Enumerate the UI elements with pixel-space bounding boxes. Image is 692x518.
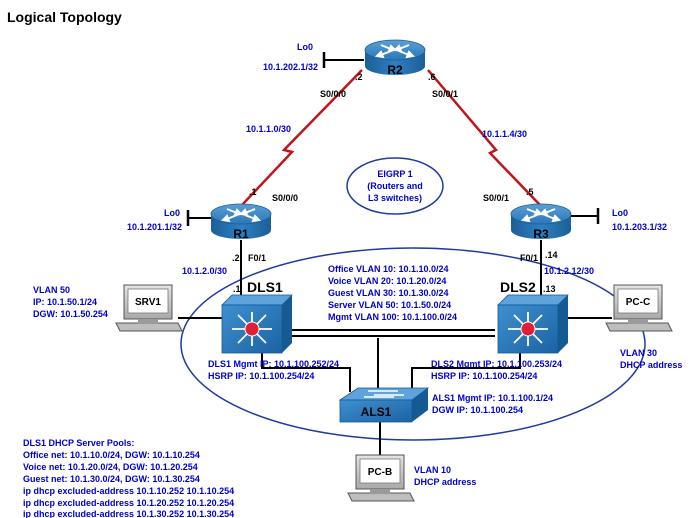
router-arrows-icon <box>520 208 562 223</box>
r3-loopback-stub <box>570 208 600 224</box>
r2-lo-ip: 10.1.202.1/32 <box>263 62 318 72</box>
switch-als1[interactable]: ALS1 <box>338 387 430 423</box>
router-arrows-icon <box>374 44 416 59</box>
serial-link-r1-r2 <box>241 69 363 206</box>
dls1-label: DLS1 <box>247 279 283 295</box>
eigrp-ellipse <box>346 157 444 215</box>
vlan-item: Office VLAN 10: 10.1.10.0/24 <box>328 264 449 274</box>
pcb-vlan: VLAN 10 <box>414 465 451 475</box>
router-r3[interactable]: R3 <box>510 203 572 241</box>
router-r1[interactable]: R1 <box>210 203 272 241</box>
r1-loopback-stub <box>186 210 212 226</box>
r3-label: R3 <box>533 227 549 241</box>
link-r1-dls1-subnet: 10.1.2.0/30 <box>182 266 227 276</box>
r3-serial-if: S0/0/1 <box>483 193 509 203</box>
switch-dls2[interactable] <box>497 294 569 354</box>
pc-b[interactable]: PC-B <box>347 454 415 502</box>
pcc-dhcp: DHCP address <box>620 360 682 370</box>
als1-mgmt: ALS1 Mgmt IP: 10.1.100.1/24 <box>432 393 553 403</box>
dhcp-pool-line: ip dhcp excluded-address 10.1.30.252 10.… <box>23 509 234 518</box>
dls2-hsrp: HSRP IP: 10.1.100.254/24 <box>431 371 537 381</box>
server-srv1[interactable]: SRV1 <box>115 284 183 332</box>
vlan-item: Mgmt VLAN 100: 10.1.100.0/24 <box>328 312 457 322</box>
switch-dls1[interactable] <box>221 294 293 354</box>
router-arrows-icon <box>220 208 262 223</box>
page-title: Logical Topology <box>7 9 122 25</box>
vlan-item: Voice VLAN 20: 10.1.20.0/24 <box>328 276 446 286</box>
srv1-dgw: DGW: 10.1.50.254 <box>33 309 108 319</box>
r1-eth-if: F0/1 <box>248 253 266 263</box>
dhcp-pools: DLS1 DHCP Server Pools: Office net: 10.1… <box>23 438 234 518</box>
link-r3-dls2-subnet: 10.1.2.12/30 <box>544 266 594 276</box>
als1-label: ALS1 <box>361 405 392 419</box>
r2-loopback-stub <box>322 52 364 68</box>
vlan-item: Server VLAN 50: 10.1.50.0/24 <box>328 300 451 310</box>
eigrp-line3: L3 switches) <box>368 193 422 203</box>
r2-lo-name: Lo0 <box>297 42 313 52</box>
r1-lo-name: Lo0 <box>164 208 180 218</box>
link-dls1-als1 <box>261 352 351 392</box>
r2-left-host: .2 <box>355 72 363 82</box>
r1-lo-ip: 10.1.201.1/32 <box>127 222 182 232</box>
r2-label: R2 <box>387 63 403 77</box>
dls2-mgmt: DLS2 Mgmt IP: 10.1.100.253/24 <box>431 359 562 369</box>
r1-serial-if: S0/0/0 <box>272 193 298 203</box>
link-r1-r2-subnet: 10.1.1.0/30 <box>246 124 291 134</box>
dls1-host: .1 <box>233 284 241 294</box>
r3-lo-name: Lo0 <box>612 208 628 218</box>
srv1-ip: IP: 10.1.50.1/24 <box>33 297 97 307</box>
dhcp-pool-line: Office net: 10.1.10.0/24, DGW: 10.1.10.2… <box>23 450 200 460</box>
dls1-mgmt: DLS1 Mgmt IP: 10.1.100.252/24 <box>208 359 339 369</box>
r2-right-host: .6 <box>428 72 436 82</box>
r3-lo-ip: 10.1.203.1/32 <box>612 222 667 232</box>
router-r2[interactable]: R2 <box>364 39 426 77</box>
r3-eth-host: .14 <box>545 250 558 260</box>
srv1-label: SRV1 <box>135 297 161 308</box>
r1-eth-host: .2 <box>232 253 240 263</box>
pcb-dhcp: DHCP address <box>414 477 476 487</box>
serial-link-r2-r3 <box>427 69 541 206</box>
dls1-hsrp: HSRP IP: 10.1.100.254/24 <box>208 371 314 381</box>
dhcp-pool-line: Voice net: 10.1.20.0/24, DGW: 10.1.20.25… <box>23 462 198 472</box>
r1-label: R1 <box>233 227 249 241</box>
r2-right-if: S0/0/1 <box>432 89 458 99</box>
r3-serial-host: .5 <box>526 187 534 197</box>
dhcp-pool-line: Guest net: 10.1.30.0/24, DGW: 10.1.30.25… <box>23 474 200 484</box>
link-dls2-als1 <box>411 352 521 392</box>
dls2-label: DLS2 <box>500 279 536 295</box>
als1-dgw: DGW IP: 10.1.100.254 <box>432 405 523 415</box>
vlan-list: Office VLAN 10: 10.1.10.0/24 Voice VLAN … <box>328 264 457 322</box>
network-ellipse <box>180 247 646 441</box>
pcc-label: PC-C <box>626 297 650 308</box>
dhcp-pools-heading: DLS1 DHCP Server Pools: <box>23 438 134 448</box>
dls2-host: .13 <box>543 284 556 294</box>
eigrp-line2: (Routers and <box>367 181 423 191</box>
workgroup-switch-arrows-icon <box>364 390 404 398</box>
dhcp-pool-line: ip dhcp excluded-address 10.1.20.252 10.… <box>23 498 234 508</box>
eigrp-line1: EIGRP 1 <box>377 169 412 179</box>
r2-left-if: S0/0/0 <box>320 89 346 99</box>
vlan-item: Guest VLAN 30: 10.1.30.0/24 <box>328 288 449 298</box>
r1-serial-host: .1 <box>249 187 257 197</box>
pcb-label: PC-B <box>368 467 392 478</box>
dhcp-pool-line: ip dhcp excluded-address 10.1.10.252 10.… <box>23 486 234 496</box>
srv1-vlan: VLAN 50 <box>33 285 70 295</box>
link-r2-r3-subnet: 10.1.1.4/30 <box>482 129 527 139</box>
pc-c[interactable]: PC-C <box>605 284 673 332</box>
pcc-vlan: VLAN 30 <box>620 348 657 358</box>
r3-eth-if: F0/1 <box>520 253 538 263</box>
